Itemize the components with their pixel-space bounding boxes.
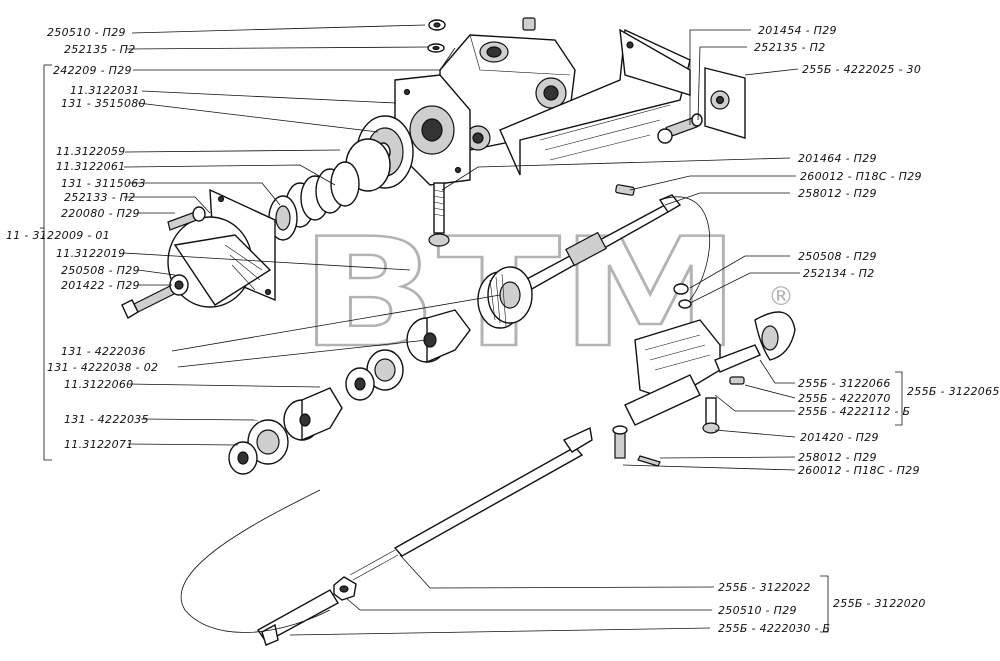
label-255b-3122066: 255Б - 3122066 — [798, 377, 891, 390]
label-260012-p18s-p29-top: 260012 - П18С - П29 — [800, 170, 922, 183]
label-220080-p29: 220080 - П29 — [61, 207, 140, 220]
label-11-3122061: 11.3122061 — [56, 160, 125, 173]
lever-bolt-icon — [702, 397, 720, 434]
label-252133-p2: 252133 - П2 — [64, 191, 136, 204]
valve-flange-icon — [394, 74, 471, 186]
label-11-3122019: 11.3122019 — [56, 247, 125, 260]
cylinder-cover-icon — [167, 188, 276, 308]
label-255b-3122020: 255Б - 3122020 — [833, 597, 926, 610]
label-201464-p29: 201464 - П29 — [798, 152, 877, 165]
watermark-registered-mark: ® — [768, 282, 794, 312]
upper-clevis-pin-icon — [615, 184, 635, 196]
rod-clevis-pin-icon — [612, 425, 628, 459]
label-255b-4222030-b: 255Б - 4222030 - Б — [718, 622, 830, 635]
label-11-3122071: 11.3122071 — [64, 438, 133, 451]
bracket-bolt-icon — [657, 113, 703, 144]
label-11-3122031: 11.3122031 — [70, 84, 139, 97]
cover-bolt-icon — [121, 274, 189, 320]
bearing-lower-icon — [228, 419, 289, 475]
label-131-4222036: 131 - 4222036 — [61, 345, 146, 358]
label-131-3515080: 131 - 3515080 — [61, 97, 146, 110]
label-255b-3122065: 255Б - 3122065 — [907, 385, 1000, 398]
label-255b-4222070: 255Б - 4222070 — [798, 392, 891, 405]
label-250508-p29-right: 250508 - П29 — [798, 250, 877, 263]
leader-lines — [40, 24, 903, 636]
small-nut-icon — [673, 283, 692, 309]
cover-screw-icon — [167, 206, 206, 231]
cotter-pin-icon — [637, 455, 661, 467]
push-rod-icon — [349, 426, 593, 581]
label-201420-p29: 201420 - П29 — [800, 431, 879, 444]
label-201454-p29: 201454 - П29 — [758, 24, 837, 37]
threaded-bush-icon — [477, 266, 533, 329]
handle-knob-icon — [714, 311, 796, 373]
label-255b-4222025-30: 255Б - 4222025 - 30 — [802, 63, 921, 76]
label-250508-p29: 250508 - П29 — [61, 264, 140, 277]
label-255b-4222112-b: 255Б - 4222112 - Б — [798, 405, 910, 418]
rod-nut-icon — [333, 576, 357, 601]
part-labels: 250510 - П29 252135 - П2 242209 - П29 11… — [6, 24, 1000, 635]
label-131-3115063: 131 - 3115063 — [61, 177, 146, 190]
parts-drawing — [121, 17, 796, 646]
label-11-3122059: 11.3122059 — [56, 145, 125, 158]
label-252135-p2: 252135 - П2 — [64, 43, 136, 56]
label-201422-p29: 201422 - П29 — [61, 279, 140, 292]
top-plug-icon — [522, 17, 536, 31]
label-250510-p29-bottom: 250510 - П29 — [718, 604, 797, 617]
label-131-4222038-02: 131 - 4222038 - 02 — [47, 361, 158, 374]
rod-fork-icon — [256, 589, 339, 646]
mounting-bracket-icon — [499, 28, 691, 176]
label-11-3122009-01: 11 - 3122009 - 01 — [6, 229, 110, 242]
bracket-plate-icon — [704, 67, 746, 139]
sleeve-icon — [283, 387, 343, 442]
label-131-4222035: 131 - 4222035 — [64, 413, 149, 426]
label-252134-p2: 252134 - П2 — [803, 267, 875, 280]
bearing-upper-icon — [345, 349, 404, 401]
label-250510-p29: 250510 - П29 — [47, 26, 126, 39]
control-rod-icon — [524, 194, 682, 291]
label-11-3122060: 11.3122060 — [64, 378, 133, 391]
vertical-bolt-icon — [428, 182, 450, 247]
label-258012-p29-bottom: 258012 - П29 — [798, 451, 877, 464]
label-260012-p18s-p29-bottom: 260012 - П18С - П29 — [798, 464, 920, 477]
label-258012-p29-top: 258012 - П29 — [798, 187, 877, 200]
seal-ring-icon — [268, 195, 298, 241]
lever-housing-icon — [624, 319, 721, 426]
label-255b-3122022: 255Б - 3122022 — [718, 581, 811, 594]
lever-pin-icon — [729, 376, 745, 385]
label-252135-p2-right: 252135 - П2 — [754, 41, 826, 54]
top-nut-icon — [427, 19, 446, 53]
label-242209-p29: 242209 - П29 — [53, 64, 132, 77]
